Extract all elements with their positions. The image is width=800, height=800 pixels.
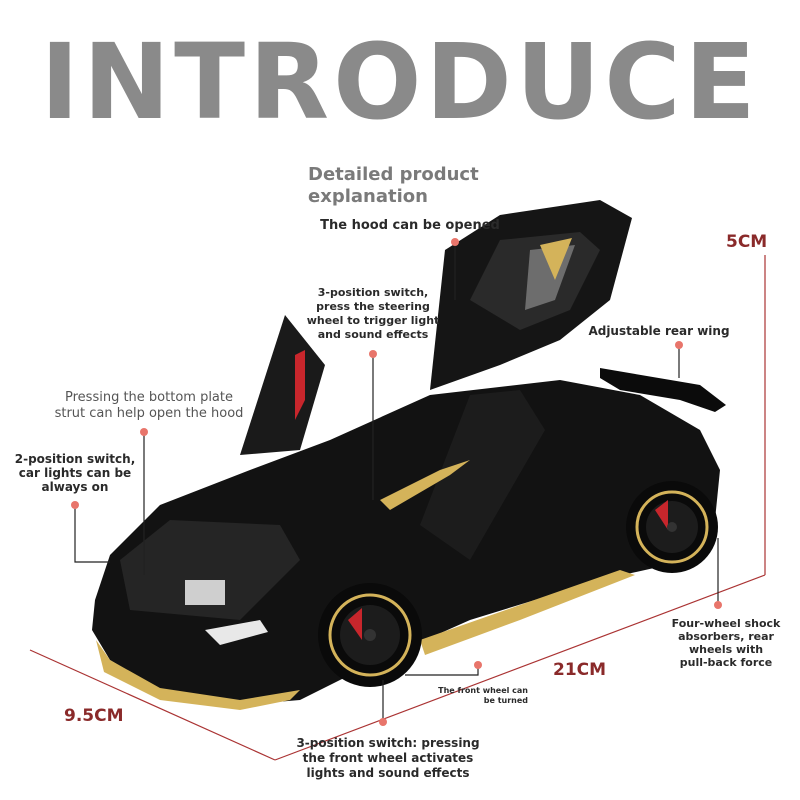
callout-light-switch: 2-position switch, car lights can be alw… [10, 452, 140, 494]
length-dimension-line [274, 574, 766, 761]
callout-rear-wing: Adjustable rear wing [588, 324, 730, 338]
callout-light-switch-line-1: 2-position switch, [14, 452, 136, 466]
subtitle-line-1: Detailed product [308, 164, 479, 185]
callout-front-wheel-line-1: The front wheel can [438, 686, 528, 695]
callout-light-switch-line-2: car lights can be [18, 466, 132, 480]
callout-hood: The hood can be opened [320, 218, 500, 233]
height-dimension: 5CM [726, 232, 768, 252]
rear-wheel [626, 481, 718, 573]
callout-dots [71, 238, 722, 726]
callout-shock-line-3: wheels with [688, 643, 764, 656]
dot-hood [451, 238, 459, 246]
dot-front-wheel-turn [474, 661, 482, 669]
subtitle-line-2: explanation [308, 186, 428, 207]
dot-rear-wing [675, 341, 683, 349]
front-wheel [318, 583, 422, 687]
dot-shock [714, 601, 722, 609]
car-body [92, 200, 726, 710]
dot-bottom-plate [140, 428, 148, 436]
callout-front-switch: 3-position switch: pressing the front wh… [288, 736, 488, 781]
callout-light-switch-line-3: always on [41, 480, 109, 494]
callout-front-switch-line-3: lights and sound effects [306, 766, 470, 780]
width-dimension: 9.5CM [64, 706, 124, 726]
subtitle: Detailed product explanation [308, 164, 479, 208]
page-title: INTRODUCE [40, 21, 760, 143]
callout-steering-switch: 3-position switch, press the steering wh… [298, 286, 448, 342]
callout-front-wheel-turn: The front wheel can be turned [428, 686, 528, 706]
dot-switch2 [71, 501, 79, 509]
length-dimension: 21CM [553, 660, 607, 680]
dimension-lines [29, 255, 766, 761]
callout-steering-line-1: 3-position switch, [317, 286, 429, 299]
callout-shock-line-4: pull-back force [679, 656, 773, 669]
leader-lines [74, 243, 719, 722]
callout-bottom-plate: Pressing the bottom plate strut can help… [44, 390, 254, 422]
callout-front-wheel-line-2: be turned [483, 696, 528, 705]
width-dimension-line [29, 649, 276, 761]
callout-bottom-plate-line-1: Pressing the bottom plate [65, 390, 233, 405]
callout-shock-absorbers: Four-wheel shock absorbers, rear wheels … [666, 617, 786, 669]
callout-steering-line-4: and sound effects [317, 328, 429, 341]
dot-steering [369, 350, 377, 358]
callout-front-switch-line-2: the front wheel activates [302, 751, 474, 765]
callout-steering-line-3: wheel to trigger light [306, 314, 440, 327]
callout-shock-line-2: absorbers, rear [678, 630, 774, 643]
dot-switch3-front [379, 718, 387, 726]
callout-steering-line-2: press the steering [316, 300, 430, 313]
callout-shock-line-1: Four-wheel shock [671, 617, 781, 630]
callout-bottom-plate-line-2: strut can help open the hood [54, 406, 244, 421]
callout-front-switch-line-1: 3-position switch: pressing [296, 736, 480, 750]
